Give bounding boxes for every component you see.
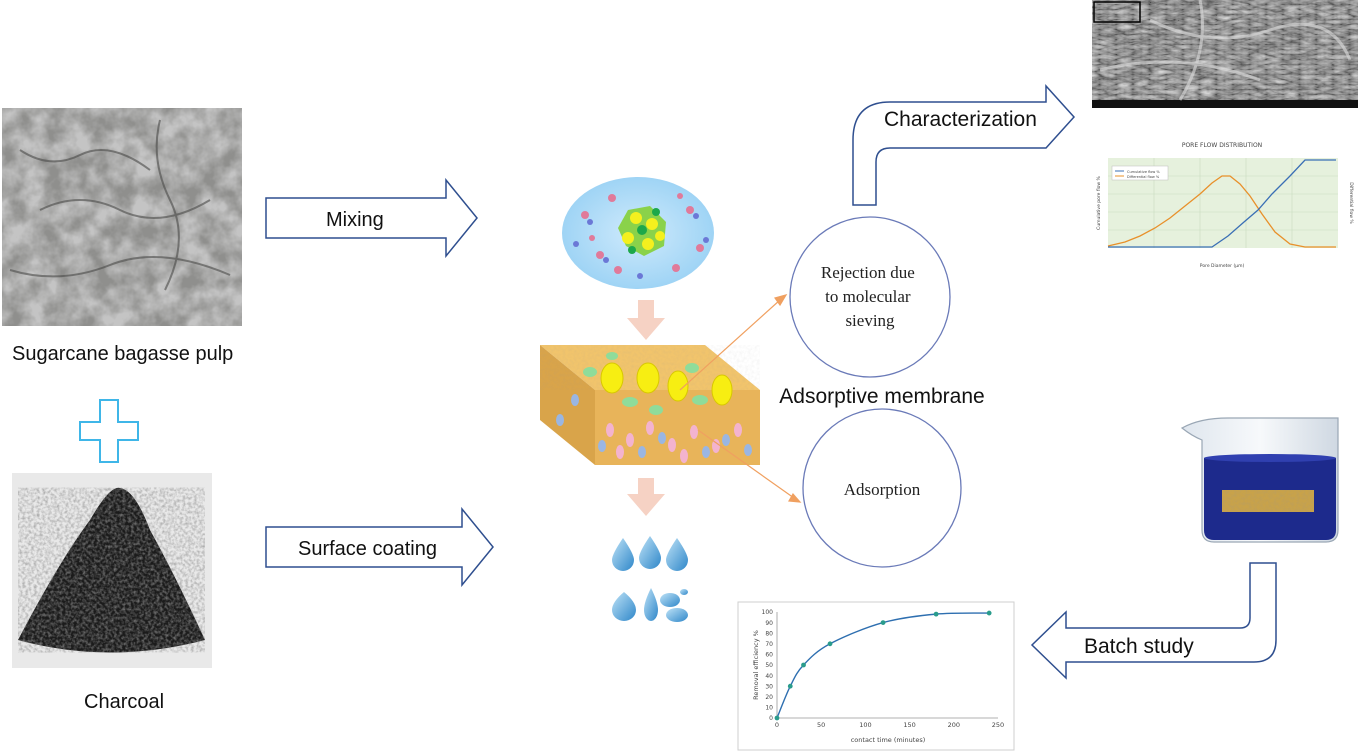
removal-x-tick-label: 0 — [775, 721, 779, 729]
pore-flow-chart: PORE FLOW DISTRIBUTION Cumulative flow %… — [1096, 142, 1354, 269]
adsorption-label: Adsorption — [844, 480, 921, 499]
sem-micrograph — [1092, 0, 1358, 108]
removal-data-point — [986, 610, 992, 616]
removal-y-tick-label: 50 — [765, 662, 773, 669]
removal-chart-axes: 0 50 100 150 200 250 0 10 20 30 40 50 60 70 80 90 100 — [762, 609, 1005, 729]
membrane-illustration — [540, 345, 760, 465]
removal-x-tick-label: 250 — [992, 721, 1004, 729]
charcoal-label: Charcoal — [84, 691, 164, 713]
removal-data-point — [827, 641, 833, 647]
removal-y-tick-label: 60 — [765, 652, 773, 659]
cumulative-flow-line — [1108, 159, 1336, 248]
removal-y-tick-label: 40 — [765, 673, 773, 680]
removal-chart-ylabel: Removal efficiency % — [752, 630, 760, 700]
removal-y-tick-label: 70 — [765, 641, 773, 648]
removal-data-point — [774, 715, 780, 721]
removal-chart-xlabel: contact time (minutes) — [851, 736, 926, 744]
pore-chart-ylabel-right: Differential flow % — [1348, 182, 1354, 224]
characterization-label: Characterization — [884, 108, 1037, 131]
removal-y-tick-label: 0 — [769, 715, 773, 722]
removal-chart-plot — [774, 610, 992, 721]
removal-y-tick-label: 10 — [765, 705, 773, 712]
bagasse-pulp-photo — [2, 108, 242, 326]
bagasse-label: Sugarcane bagasse pulp — [12, 343, 233, 365]
charcoal-photo — [12, 473, 212, 668]
removal-data-point — [801, 662, 806, 668]
beaker-illustration — [1180, 417, 1339, 543]
removal-x-tick-label: 150 — [903, 721, 915, 729]
removal-y-tick-label: 90 — [765, 620, 773, 627]
removal-efficiency-chart: 0 50 100 150 200 250 0 10 20 30 40 50 60 70 80 90 100 co… — [737, 601, 1015, 751]
adsorption-circle — [802, 408, 962, 568]
flow-arrow-down-2 — [627, 478, 665, 516]
pore-chart-ylabel-left: Cumulative pore flow % — [1096, 175, 1102, 229]
batch-study-arrow — [1030, 562, 1277, 680]
mixture-illustration — [562, 177, 714, 289]
differential-flow-line — [1107, 175, 1336, 248]
adsorptive-membrane-label: Adsorptive membrane — [779, 385, 984, 408]
pointer-lines — [679, 294, 802, 503]
removal-x-tick-label: 200 — [948, 721, 960, 729]
flow-arrow-down-1 — [627, 300, 665, 340]
characterization-arrow — [852, 84, 1076, 206]
removal-chart-frame — [737, 601, 1015, 751]
pore-chart-xlabel: Pore Diameter (µm) — [1200, 263, 1245, 269]
plus-icon — [79, 399, 139, 463]
mixing-arrow — [265, 177, 478, 259]
surface-coating-arrow — [265, 506, 494, 588]
removal-x-tick-label: 100 — [859, 721, 871, 729]
water-droplets-icon — [612, 536, 688, 622]
batch-study-label: Batch study — [1084, 635, 1194, 658]
rejection-label: Rejection due to molecular sieving — [821, 263, 919, 330]
surface-coating-label: Surface coating — [298, 538, 437, 560]
mixing-label: Mixing — [326, 209, 384, 231]
removal-y-tick-label: 100 — [762, 609, 774, 616]
removal-y-tick-label: 30 — [765, 683, 773, 690]
removal-y-tick-label: 20 — [765, 694, 773, 701]
pore-chart-title: PORE FLOW DISTRIBUTION — [1182, 142, 1262, 149]
pore-legend-differential: Differential flow % — [1127, 175, 1160, 179]
pore-legend-cumulative: Cumulative flow % — [1127, 170, 1160, 174]
removal-data-point — [880, 620, 886, 625]
removal-data-point — [933, 611, 939, 617]
rejection-circle — [789, 216, 951, 378]
removal-x-tick-label: 50 — [817, 721, 825, 729]
removal-y-tick-label: 80 — [765, 630, 773, 637]
removal-data-point — [787, 683, 793, 689]
